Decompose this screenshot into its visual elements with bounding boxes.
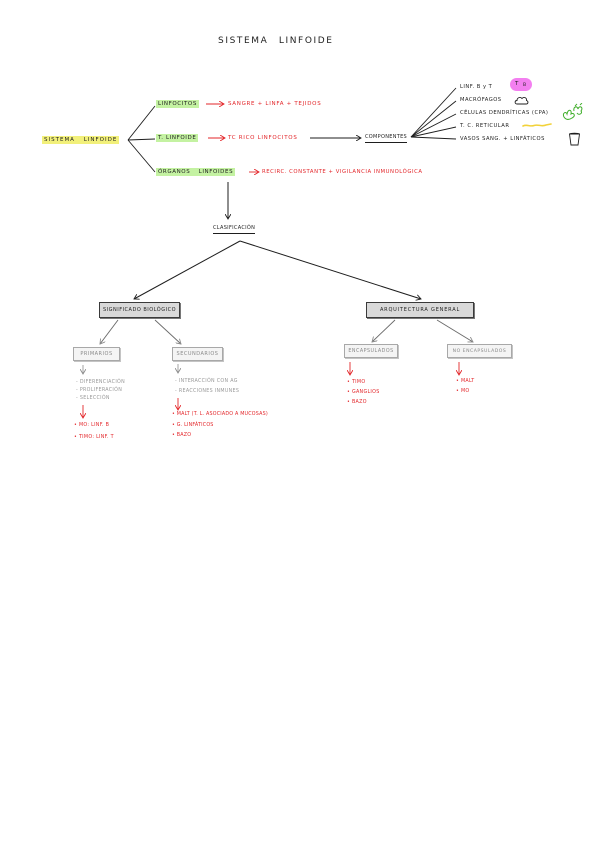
- componente-item: T. C. RETICULAR: [460, 123, 510, 129]
- list-item: - INTERACCIÓN CON AG: [175, 379, 238, 384]
- no-encapsulados-organos-list: • MALT • MO: [456, 377, 475, 397]
- componente-item: CÉLULAS DENDRÍTICAS (CPA): [460, 110, 549, 116]
- list-item: • MO: [456, 389, 470, 394]
- yellow-squiggle-icon: [522, 123, 552, 127]
- connector-componente-5: [410, 136, 457, 140]
- componentes-node: COMPONENTES: [365, 133, 408, 143]
- list-item: • TIMO: [347, 380, 366, 385]
- root-node-sistema-linfoide: SISTEMA LINFOIDE: [42, 136, 120, 144]
- list-item: - REACCIONES INMUNES: [175, 389, 240, 394]
- connector-componente-2: [410, 100, 457, 138]
- list-item: • BAZO: [172, 433, 192, 438]
- encapsulados-box: ENCAPSULADOS: [344, 344, 398, 358]
- list-item: - PROLIFERACIÓN: [76, 388, 123, 393]
- significado-biologico-box: SIGNIFICADO BIOLÓGICO: [99, 302, 180, 318]
- secundarios-funciones-list: - INTERACCIÓN CON AG - REACCIONES INMUNE…: [175, 377, 239, 397]
- arrow-arquitectura-encapsulados: [372, 319, 396, 342]
- list-item: • TIMO: LINF. T: [74, 435, 114, 440]
- primarios-funciones-list: - DIFERENCIACIÓN - PROLIFERACIÓN - SELEC…: [76, 379, 125, 403]
- connector-root-linfocitos: [127, 105, 156, 141]
- arquitectura-general-label: ARQUITECTURA GENERAL: [379, 307, 461, 313]
- list-item: • BAZO: [347, 400, 367, 405]
- green-doodle-icon: [562, 103, 583, 120]
- secundarios-organos-list: • MALT (T. L. ASOCIADO A MUCOSAS) • G. L…: [172, 410, 268, 442]
- connector-root-organos: [127, 139, 156, 173]
- secundarios-box: SECUNDARIOS: [172, 347, 223, 361]
- encapsulados-label: ENCAPSULADOS: [348, 348, 394, 354]
- secundarios-label: SECUNDARIOS: [176, 351, 219, 357]
- arrow-arquitectura-no-encapsulados: [436, 319, 473, 342]
- clasificacion-node: CLASIFICACIÓN: [213, 224, 256, 234]
- arrow-clasificacion-arquitectura: [239, 240, 421, 299]
- list-item: • MALT (T. L. ASOCIADO A MUCOSAS): [172, 412, 268, 417]
- organos-linfoides-detail: RECIRC. CONSTANTE + VIGILANCIA INMUNOLÓG…: [262, 169, 423, 175]
- componente-item: MACRÓFAGOS: [460, 97, 502, 103]
- arrow-significado-secundarios: [154, 319, 181, 344]
- linfocitos-detail: SANGRE + LINFA + TEJIDOS: [228, 101, 322, 107]
- arrow-clasificacion-significado: [134, 240, 241, 299]
- connector-componente-3: [410, 113, 457, 138]
- no-encapsulados-box: NO ENCAPSULADOS: [447, 344, 512, 358]
- no-encapsulados-label: NO ENCAPSULADOS: [452, 348, 507, 354]
- list-item: • MALT: [456, 379, 475, 384]
- branch-tejido-linfoide: T. LINFOIDE: [156, 134, 199, 142]
- tejido-linfoide-detail: TC RICO LINFOCITOS: [228, 135, 298, 141]
- cup-icon: [568, 132, 581, 146]
- arquitectura-general-box: ARQUITECTURA GENERAL: [366, 302, 474, 318]
- branch-linfocitos: LINFOCITOS: [156, 100, 199, 108]
- pink-tb-badge: T B: [510, 78, 532, 91]
- page-title: SISTEMA LINFOIDE: [218, 36, 334, 46]
- branch-organos-linfoides: ÓRGANOS LINFOIDES: [156, 168, 236, 176]
- list-item: • GANGLIOS: [347, 390, 380, 395]
- componente-item: VASOS SANG. + LINFÁTICOS: [460, 136, 545, 142]
- list-item: • MO: LINF. B: [74, 423, 110, 428]
- list-item: - DIFERENCIACIÓN: [76, 380, 125, 385]
- connector-root-tejido: [127, 138, 156, 141]
- encapsulados-organos-list: • TIMO • GANGLIOS • BAZO: [347, 378, 380, 408]
- primarios-box: PRIMARIOS: [73, 347, 120, 361]
- connector-componente-4: [410, 126, 457, 138]
- list-item: - SELECCIÓN: [76, 396, 110, 401]
- significado-biologico-label: SIGNIFICADO BIOLÓGICO: [102, 307, 177, 313]
- arrow-significado-primarios: [100, 319, 119, 344]
- componente-item: LINF. B y T: [460, 84, 493, 90]
- badge-letter-t: T: [515, 81, 519, 87]
- primarios-organos-list: • MO: LINF. B • TIMO: LINF. T: [74, 420, 114, 444]
- list-item: • G. LINFÁTICOS: [172, 422, 214, 428]
- badge-letter-b: B: [523, 83, 527, 88]
- componentes-list: LINF. B y T MACRÓFAGOS CÉLULAS DENDRÍTIC…: [460, 81, 548, 146]
- cloud-icon: [514, 97, 529, 105]
- primarios-label: PRIMARIOS: [80, 351, 113, 357]
- connector-componente-1: [410, 87, 457, 138]
